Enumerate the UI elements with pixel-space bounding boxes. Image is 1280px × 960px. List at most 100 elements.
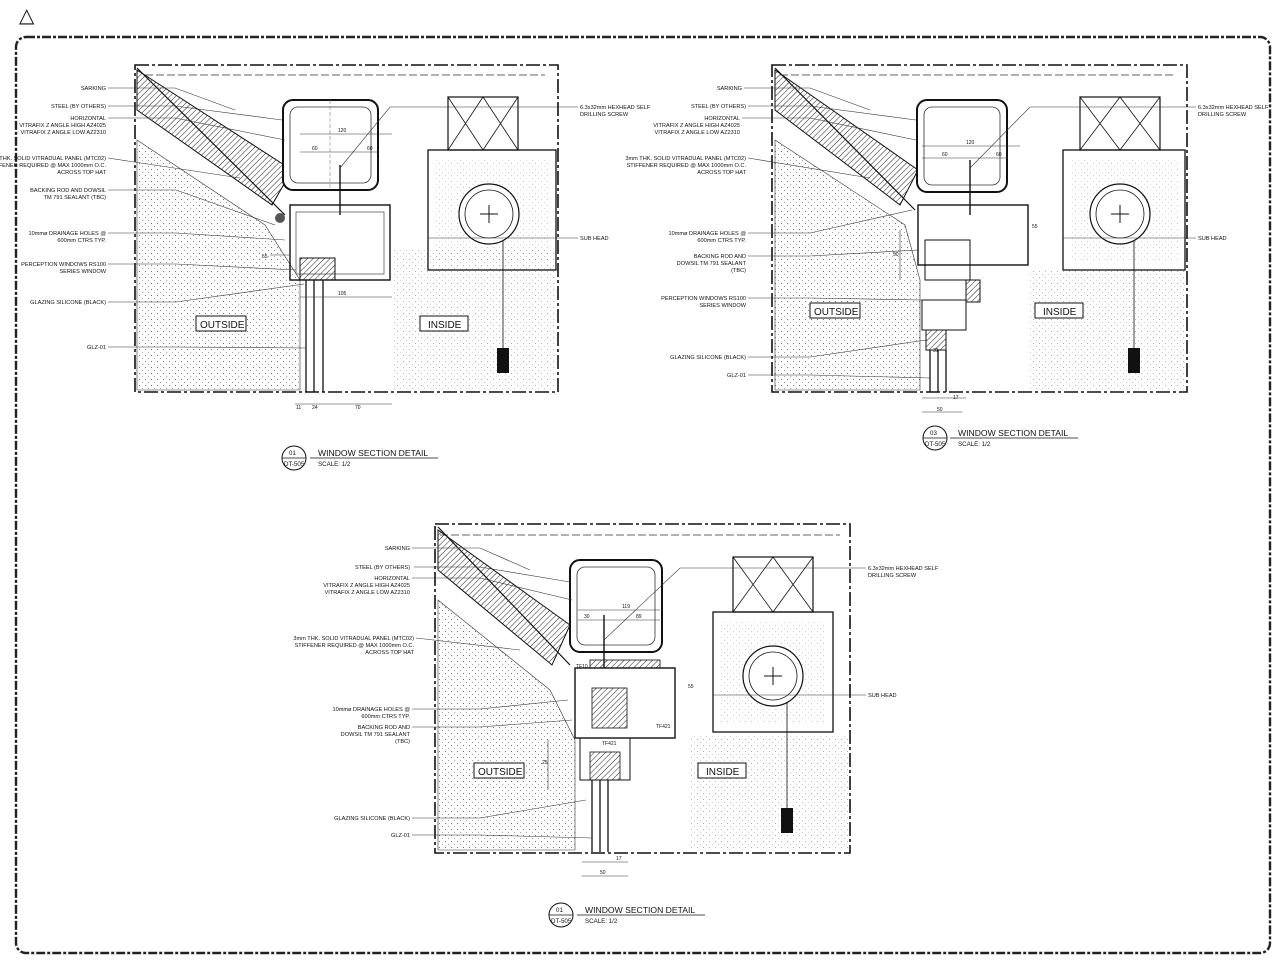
- detail-sheet-ref: DT-505: [284, 461, 305, 468]
- detail-b: 120 60 60 50 55 31 50 17 SARKING STEEL (…: [625, 64, 1269, 451]
- callout-screw: 6.3x32mm HEXHEAD SELF: [580, 105, 651, 111]
- dim-89: 89: [636, 614, 642, 620]
- dim-120: 120: [338, 128, 347, 134]
- callout-horizontal: HORIZONTAL: [70, 116, 106, 122]
- dim-105: 105: [338, 291, 347, 297]
- callout-drain: 10mmø DRAINAGE HOLES @: [669, 231, 747, 237]
- detail-scale: SCALE: 1/2: [958, 441, 991, 448]
- window-frame: [289, 204, 391, 281]
- inside-masonry: [392, 250, 556, 390]
- detail-frame: [134, 64, 559, 393]
- callout-window-2: SERIES WINDOW: [59, 269, 106, 275]
- detail-scale: SCALE: 1/2: [318, 461, 351, 468]
- callout-panel-2: STIFFENER REQUIRED @ MAX 1000mm O.C.: [0, 163, 106, 169]
- callout-screw: 6.3x32mm HEXHEAD SELF: [1198, 105, 1269, 111]
- detail-title: WINDOW SECTION DETAIL: [958, 428, 1068, 438]
- callout-backing: BACKING ROD AND DOWSIL: [30, 188, 106, 194]
- callout-glz: GLZ-01: [727, 373, 746, 379]
- dim-119: 119: [622, 604, 630, 610]
- callout-drain: 10mmø DRAINAGE HOLES @: [29, 231, 107, 237]
- callout-backing-2: DOWSIL TM 791 SEALANT: [341, 732, 411, 738]
- revision-cloud-border: [14, 35, 1272, 955]
- detail-number: 01: [289, 450, 296, 457]
- dim-70: 70: [355, 405, 361, 411]
- dim-50: 50: [893, 252, 899, 258]
- detail-frame: [771, 64, 1188, 393]
- callout-drain-2: 600mm CTRS TYP.: [57, 238, 106, 244]
- dim-11: 11: [296, 405, 301, 411]
- roof-panel: [437, 529, 571, 666]
- drop-rod-end: [1128, 348, 1140, 373]
- callout-panel-3: ACROSS TOP HAT: [365, 650, 414, 656]
- callout-backing-2: TM 791 SEALANT (TBC): [44, 195, 107, 201]
- dim-50: 50: [600, 870, 606, 876]
- dim-60b: 60: [996, 152, 1002, 158]
- drop-rod-end: [781, 808, 793, 833]
- inside-tag: INSIDE: [706, 767, 740, 778]
- callout-panel: 3mm THK. SOLID VITRADUAL PANEL (MTC02): [0, 156, 106, 162]
- inside-tag: INSIDE: [428, 320, 462, 331]
- dim-17: 17: [953, 395, 959, 401]
- detail-title: WINDOW SECTION DETAIL: [585, 905, 695, 915]
- callout-sarking: SARKING: [717, 86, 742, 92]
- callout-subhead: SUB HEAD: [868, 693, 897, 699]
- dim-17: 17: [616, 856, 622, 862]
- callout-drain-2: 600mm CTRS TYP.: [697, 238, 746, 244]
- revision-triangle: △: [19, 5, 35, 27]
- outside-tag: OUTSIDE: [478, 767, 523, 778]
- dim-50b: 50: [937, 407, 943, 413]
- callout-horizontal-3: VITRAFIX Z ANGLE LOW AZ2310: [325, 590, 411, 596]
- callout-horizontal-3: VITRAFIX Z ANGLE LOW AZ2310: [655, 130, 741, 136]
- steel-tube: [282, 99, 379, 191]
- callout-horizontal-2: VITRAFIX Z ANGLE HIGH AZ4025: [653, 123, 740, 129]
- callout-panel-2: STIFFENER REQUIRED @ MAX 1000mm O.C.: [295, 643, 415, 649]
- dim-55: 55: [688, 684, 694, 690]
- callout-steel: STEEL (BY OTHERS): [355, 565, 410, 571]
- dim-60: 60: [312, 146, 318, 152]
- callout-glz: GLZ-01: [87, 345, 106, 351]
- detail-a: 120 60 60 105 11 24 70 55 SARKING STEEL …: [0, 64, 651, 471]
- callout-horizontal: HORIZONTAL: [374, 576, 410, 582]
- detail-title: WINDOW SECTION DETAIL: [318, 448, 428, 458]
- callout-panel-3: ACROSS TOP HAT: [57, 170, 106, 176]
- detail-number: 03: [930, 430, 937, 437]
- dim-55: 55: [1032, 224, 1038, 230]
- dim-60: 60: [942, 152, 948, 158]
- callout-panel-3: ACROSS TOP HAT: [697, 170, 746, 176]
- dim-55: 55: [262, 254, 268, 260]
- dim-31: 31: [933, 348, 939, 354]
- callout-window-2: SERIES WINDOW: [699, 303, 746, 309]
- profile-tf10: TF10: [576, 664, 588, 670]
- roof-panel: [774, 69, 919, 206]
- callout-glazing: GLAZING SILICONE (BLACK): [30, 300, 106, 306]
- profile-tf421b: TF421: [656, 724, 671, 730]
- dim-25: 25: [542, 760, 548, 766]
- detail-sheet-ref: DT-505: [925, 441, 946, 448]
- profile-tf421: TF421: [602, 741, 617, 747]
- dim-24: 24: [312, 405, 318, 411]
- callout-drain: 10mmø DRAINAGE HOLES @: [333, 707, 411, 713]
- callout-sarking: SARKING: [385, 546, 410, 552]
- callout-backing: BACKING ROD AND: [358, 725, 410, 731]
- callout-screw-2: DRILLING SCREW: [580, 112, 629, 118]
- callout-backing-3: (TBC): [395, 739, 410, 745]
- callout-horizontal-2: VITRAFIX Z ANGLE HIGH AZ4025: [323, 583, 410, 589]
- callout-horizontal: HORIZONTAL: [704, 116, 740, 122]
- detail-c: 119 30 89 55 25 50 17 TF10 TF421 TF421 S…: [293, 523, 939, 928]
- outside-masonry: [774, 139, 921, 391]
- callout-subhead: SUB HEAD: [1198, 236, 1227, 242]
- callout-glazing: GLAZING SILICONE (BLACK): [334, 816, 410, 822]
- callout-panel-2: STIFFENER REQUIRED @ MAX 1000mm O.C.: [627, 163, 747, 169]
- callout-steel: STEEL (BY OTHERS): [691, 104, 746, 110]
- detail-number: 01: [556, 907, 563, 914]
- callout-screw-2: DRILLING SCREW: [1198, 112, 1247, 118]
- callout-drain-2: 600mm CTRS TYP.: [361, 714, 410, 720]
- inside-tag: INSIDE: [1043, 307, 1077, 318]
- callout-glz: GLZ-01: [391, 833, 410, 839]
- callout-panel: 3mm THK. SOLID VITRADUAL PANEL (MTC02): [625, 156, 746, 162]
- outside-tag: OUTSIDE: [814, 307, 859, 318]
- dim-120: 120: [966, 140, 975, 146]
- detail-scale: SCALE: 1/2: [585, 918, 618, 925]
- roof-panel: [136, 69, 293, 206]
